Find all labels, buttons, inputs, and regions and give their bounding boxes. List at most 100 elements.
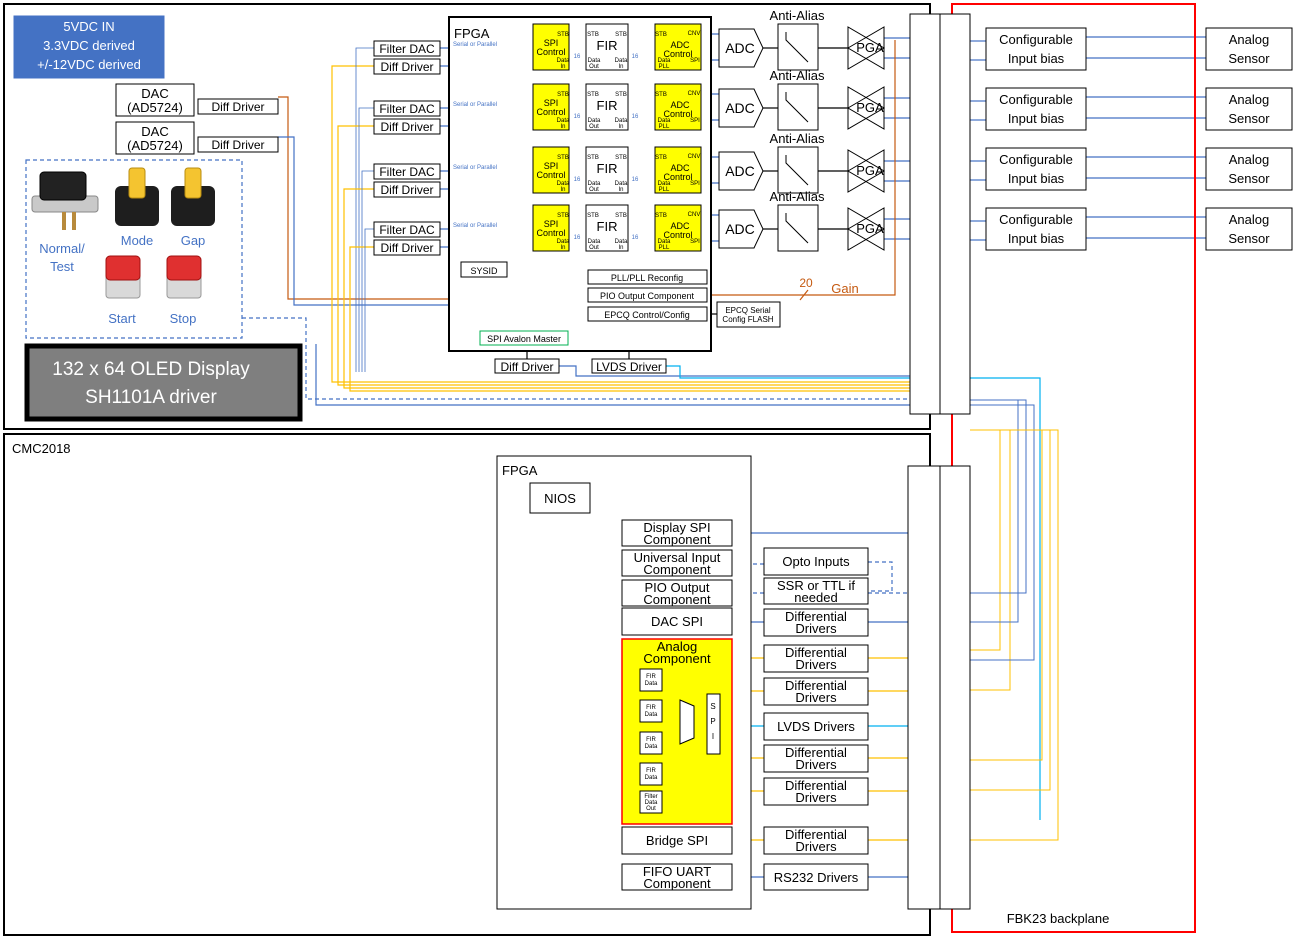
diff-driver-box bbox=[373, 181, 441, 198]
backplane-harness bbox=[970, 399, 1019, 623]
pin-label: Data bbox=[658, 58, 671, 64]
backplane-harness bbox=[970, 429, 1059, 841]
pin-label: In bbox=[560, 187, 565, 193]
fir-data-line1: FIR bbox=[646, 768, 656, 774]
filter-line3: Out bbox=[646, 806, 656, 812]
adc-label: ADC bbox=[725, 40, 755, 56]
cmc-driver-line1: Differential bbox=[785, 678, 847, 693]
blue-harness bbox=[358, 107, 374, 372]
backplane-label: FBK23 backplane bbox=[1007, 911, 1110, 926]
pin-label: STB bbox=[655, 213, 667, 219]
fir-label: FIR bbox=[597, 219, 618, 234]
analog-sensor-box bbox=[1205, 87, 1293, 131]
config-bias-line2: Input bias bbox=[1008, 231, 1065, 246]
pin-label: SPI bbox=[690, 239, 700, 245]
cmc-component-line2: Component bbox=[643, 876, 711, 891]
analog-sensor-box bbox=[1205, 147, 1293, 191]
pin-label: Data bbox=[615, 181, 628, 187]
pin-label: In bbox=[618, 124, 623, 130]
oled-line1: 132 x 64 OLED Display bbox=[52, 359, 250, 380]
controls-panel bbox=[25, 159, 243, 339]
diff-driver-box bbox=[373, 118, 441, 135]
config-bias-line1: Configurable bbox=[999, 152, 1073, 167]
epcq-flash-line2: Config FLASH bbox=[722, 315, 773, 324]
fir-block bbox=[585, 23, 629, 71]
cmc-driver-line1: Differential bbox=[785, 778, 847, 793]
cmc-component-line1: Universal Input bbox=[634, 550, 721, 565]
blue-harness bbox=[361, 170, 374, 372]
serial-parallel-label: Serial or Parallel bbox=[453, 102, 497, 108]
nios-box bbox=[529, 482, 591, 514]
pin-label: SPI bbox=[690, 118, 700, 124]
power-line2: 3.3VDC derived bbox=[43, 38, 135, 53]
bottom-diff-driver bbox=[494, 358, 560, 374]
connector-left-bottom bbox=[907, 465, 941, 910]
cmc-component-line2: Component bbox=[643, 592, 711, 607]
diff-driver-label: Diff Driver bbox=[380, 60, 433, 74]
cmc-title: CMC2018 bbox=[12, 441, 71, 456]
backplane-frame bbox=[951, 3, 1196, 933]
power-line3: +/-12VDC derived bbox=[37, 57, 141, 72]
adc-control-label: Control bbox=[663, 49, 692, 59]
filter-curve-icon bbox=[785, 213, 809, 244]
spi-control-block bbox=[532, 146, 570, 194]
pin-label: Data bbox=[658, 239, 671, 245]
fir-data-box bbox=[639, 699, 663, 723]
pin-label: PLL bbox=[659, 124, 670, 130]
filter-dac-label: Filter DAC bbox=[379, 42, 435, 56]
toggle-pin-icon bbox=[62, 212, 66, 230]
epcq-flash-line1: EPCQ Serial bbox=[725, 306, 771, 315]
diff-driver-label: Diff Driver bbox=[380, 183, 433, 197]
config-bias-box bbox=[985, 87, 1087, 131]
fir-data-box bbox=[639, 790, 663, 814]
pga-label: PGA bbox=[856, 221, 884, 236]
epcq-control-label: EPCQ Control/Config bbox=[604, 310, 690, 320]
adc-block bbox=[718, 28, 764, 68]
filter-dac-box bbox=[373, 221, 441, 238]
pin-label: STB bbox=[655, 32, 667, 38]
opto-wire bbox=[868, 561, 893, 592]
dac-diff-driver-label: Diff Driver bbox=[211, 100, 264, 114]
gain-width-label: 20 bbox=[799, 276, 813, 290]
bottom-lvds-driver-label: LVDS Driver bbox=[596, 360, 662, 374]
fir-label: FIR bbox=[597, 98, 618, 113]
pin-label: STB bbox=[587, 32, 599, 38]
fir-block bbox=[585, 204, 629, 252]
cmc-driver-box bbox=[763, 547, 869, 576]
dac-chip-part: (AD5724) bbox=[127, 138, 183, 153]
pin-label: Data bbox=[588, 239, 601, 245]
orange-harness bbox=[349, 246, 910, 392]
spi-letter: P bbox=[710, 717, 715, 726]
anti-alias-label: Anti-Alias bbox=[770, 189, 825, 204]
adc-control-label: Control bbox=[663, 172, 692, 182]
fir-block bbox=[585, 146, 629, 194]
fir-data-line1: FIR bbox=[646, 705, 656, 711]
box-layer bbox=[3, 3, 1293, 936]
adc-block bbox=[718, 151, 764, 191]
gain-slash bbox=[799, 289, 809, 301]
filter-dac-label: Filter DAC bbox=[379, 102, 435, 116]
spi-letter: I bbox=[712, 732, 714, 741]
pin-label: Data bbox=[615, 58, 628, 64]
spi-control-label: Control bbox=[536, 107, 565, 117]
config-bias-line1: Configurable bbox=[999, 92, 1073, 107]
filter-curve-icon bbox=[785, 155, 809, 186]
rotary-switch-icon bbox=[115, 186, 159, 226]
cmc-component-box bbox=[621, 826, 733, 855]
cmc-component-box bbox=[621, 519, 733, 547]
pin-label: Data bbox=[658, 181, 671, 187]
cmc-driver-line2: Drivers bbox=[795, 657, 837, 672]
spi-control-block bbox=[532, 83, 570, 131]
fir-data-line2: Data bbox=[645, 681, 658, 687]
cmc-component-line2: Component bbox=[643, 562, 711, 577]
anti-alias-label: Anti-Alias bbox=[770, 131, 825, 146]
config-bias-box bbox=[985, 27, 1087, 71]
bus-width-label: 16 bbox=[632, 114, 639, 120]
cmc-driver-line2: Drivers bbox=[795, 790, 837, 805]
dac-pio-wire bbox=[278, 96, 588, 300]
bus-width-label: 16 bbox=[632, 54, 639, 60]
filter-curve-icon bbox=[785, 32, 809, 63]
pll-reconfig-label: PLL/PLL Reconfig bbox=[611, 273, 683, 283]
pin-label: In bbox=[618, 187, 623, 193]
